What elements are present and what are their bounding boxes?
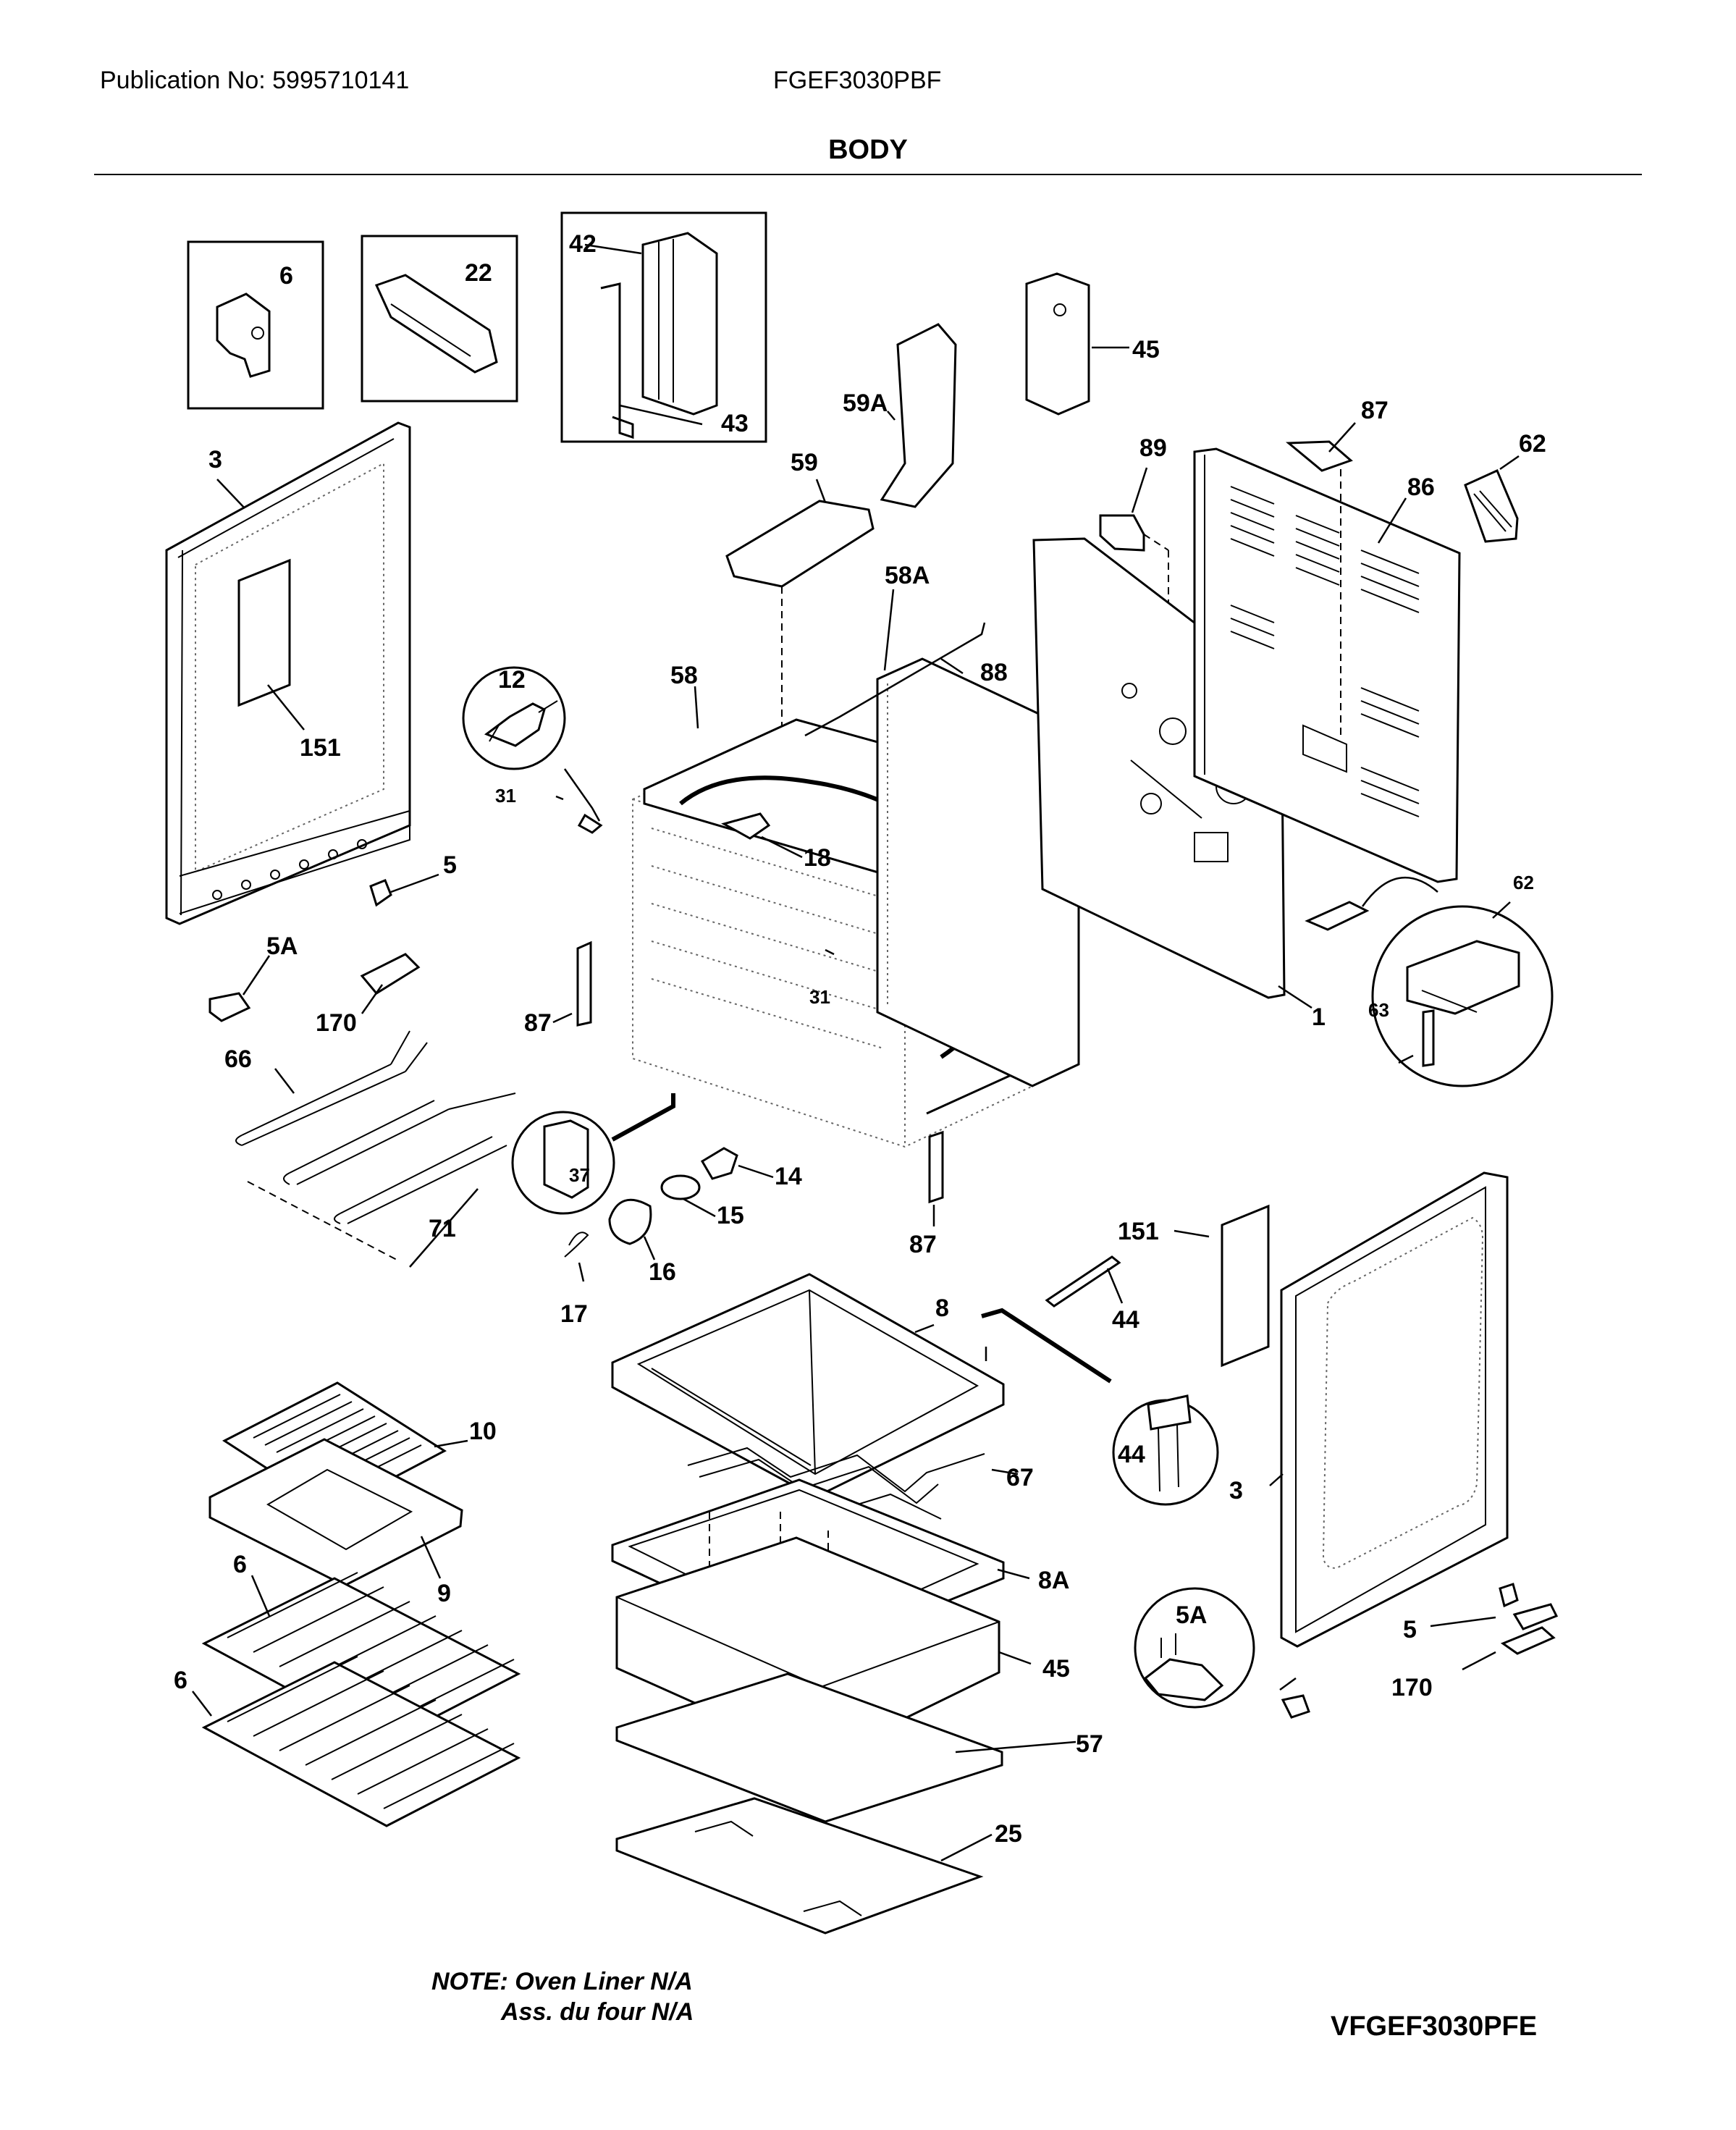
part-37-label: 44 xyxy=(1112,1306,1139,1334)
part-170-left-label: 170 xyxy=(316,1009,357,1037)
part-8-bottom-panel: 8 xyxy=(611,1273,1005,1499)
part-12-switch-callout: 12 31 xyxy=(462,666,603,834)
part-3-right-side-panel: 3 xyxy=(1229,1171,1509,1648)
part-30-31-inset: 42 43 xyxy=(560,211,767,443)
part-59-duct: 59 xyxy=(725,449,875,727)
part-21-label: 6 xyxy=(279,262,293,290)
part-88-label: 88 xyxy=(980,659,1008,686)
part-3-left-label: 3 xyxy=(208,446,222,473)
part-15-label: 15 xyxy=(717,1202,744,1229)
publication-number: Publication No: 5995710141 xyxy=(100,67,410,94)
part-59A-label: 59A xyxy=(843,390,888,417)
part-15-bulb: 15 xyxy=(660,1174,744,1229)
part-6-label-2: 6 xyxy=(174,1667,187,1694)
part-9-broil-pan: 9 xyxy=(208,1438,463,1607)
part-42-label: 57 xyxy=(1076,1730,1103,1758)
part-17-label: 17 xyxy=(560,1300,588,1328)
part-58A-label: 58 xyxy=(670,662,698,689)
part-62-label: 62 xyxy=(1513,872,1534,893)
part-1-label: 1 xyxy=(1312,1003,1326,1031)
footer-diagram-code: VFGEF3030PFE xyxy=(1331,2011,1538,2042)
part-45-duct: 45 xyxy=(1025,272,1160,416)
part-71-back-cover: 86 xyxy=(1193,447,1461,883)
part-57-label: 62 xyxy=(1519,430,1546,458)
part-71-label: 86 xyxy=(1407,473,1435,501)
note-line-1: NOTE: Oven Liner N/A xyxy=(431,1968,693,1995)
section-title: BODY xyxy=(828,135,908,165)
left-feet-group: 5 5A 170 xyxy=(208,851,457,1037)
part-86-left-label: 87 xyxy=(524,1009,552,1037)
part-86-brackets: 87 87 xyxy=(524,940,944,1258)
part-62-callout: 62 63 xyxy=(1305,872,1554,1087)
part-31-label: 43 xyxy=(721,410,749,437)
part-10-label: 10 xyxy=(469,1418,497,1445)
part-12-label: 12 xyxy=(498,666,526,694)
part-22-inset: 22 xyxy=(361,235,518,403)
part-25-bottom-cover: 25 xyxy=(615,1797,1022,1935)
part-18-bracket: 18 31 xyxy=(721,812,835,1008)
part-18-label: 18 xyxy=(804,844,831,872)
part-44-label-2: 31 xyxy=(809,986,830,1008)
part-3-right-label: 3 xyxy=(1229,1477,1243,1504)
part-58B-insulation: 58A xyxy=(876,562,1080,1087)
part-45-label: 45 xyxy=(1132,336,1160,363)
model-number: FGEF3030PBF xyxy=(773,67,942,94)
part-151-left-label: 151 xyxy=(300,734,341,762)
part-68-trim: 71 xyxy=(247,1181,479,1268)
part-87-clip: 87 xyxy=(1286,397,1389,738)
part-5-right-label: 5 xyxy=(1403,1616,1417,1643)
part-88-wire: 88 xyxy=(804,622,1008,737)
part-66-broil-element: 66 xyxy=(224,1030,516,1224)
part-57-vent: 62 xyxy=(1464,430,1546,543)
part-67-bake-element: 67 xyxy=(687,1447,1034,1524)
part-170-right-label: 170 xyxy=(1391,1674,1433,1701)
part-29-label: 37 xyxy=(569,1164,590,1186)
part-25-label: 25 xyxy=(995,1820,1022,1848)
header-rule xyxy=(94,174,1642,175)
part-68-label: 71 xyxy=(429,1215,456,1242)
part-86-right-label: 87 xyxy=(909,1231,937,1258)
part-63-label: 63 xyxy=(1368,999,1389,1021)
right-feet-group: 5 170 5A xyxy=(1134,1583,1559,1719)
part-17-clip: 17 xyxy=(560,1232,589,1328)
part-5A-right-label: 5A xyxy=(1176,1601,1207,1629)
part-21-inset: 6 xyxy=(187,240,324,410)
part-29-callout: 37 xyxy=(511,1093,675,1215)
part-67-label: 67 xyxy=(1006,1464,1034,1491)
part-8-label: 8 xyxy=(935,1295,949,1322)
part-59A-duct: 59A xyxy=(843,323,957,508)
part-43-label: 44 xyxy=(1118,1441,1145,1468)
part-37-sensor: 44 xyxy=(1045,1255,1139,1334)
part-66-label: 66 xyxy=(224,1045,252,1073)
part-14-label: 14 xyxy=(775,1163,802,1190)
note-line-2: Ass. du four N/A xyxy=(501,1998,694,2026)
part-151-right-bracket: 151 xyxy=(1118,1204,1270,1368)
part-58-label: 45 xyxy=(1042,1655,1070,1683)
part-14-socket: 14 xyxy=(700,1147,802,1190)
part-58B-label: 58A xyxy=(885,562,930,589)
part-5-left-label: 5 xyxy=(443,851,457,879)
part-151-right-label: 151 xyxy=(1118,1218,1159,1245)
part-9-label: 9 xyxy=(437,1580,451,1607)
part-22-label: 22 xyxy=(465,259,492,287)
part-16-label: 16 xyxy=(649,1258,676,1286)
part-6-label-1: 6 xyxy=(233,1551,247,1578)
part-8A-label: 8A xyxy=(1038,1567,1069,1594)
part-3-left-side-panel: 3 151 xyxy=(165,421,411,925)
part-44-label-1: 31 xyxy=(495,785,516,807)
part-16-lens: 16 xyxy=(608,1198,676,1286)
part-59-label: 59 xyxy=(791,449,818,476)
part-89-label: 89 xyxy=(1139,434,1167,462)
part-6-racks: 6 6 xyxy=(174,1551,521,1827)
part-43-callout: 44 xyxy=(981,1308,1219,1506)
part-89-bracket: 89 xyxy=(1099,434,1169,602)
part-87-label: 87 xyxy=(1361,397,1389,424)
part-42-bottom-tray: 57 xyxy=(615,1672,1103,1823)
part-30-label: 42 xyxy=(569,230,597,258)
part-5A-left-label: 5A xyxy=(266,933,298,960)
